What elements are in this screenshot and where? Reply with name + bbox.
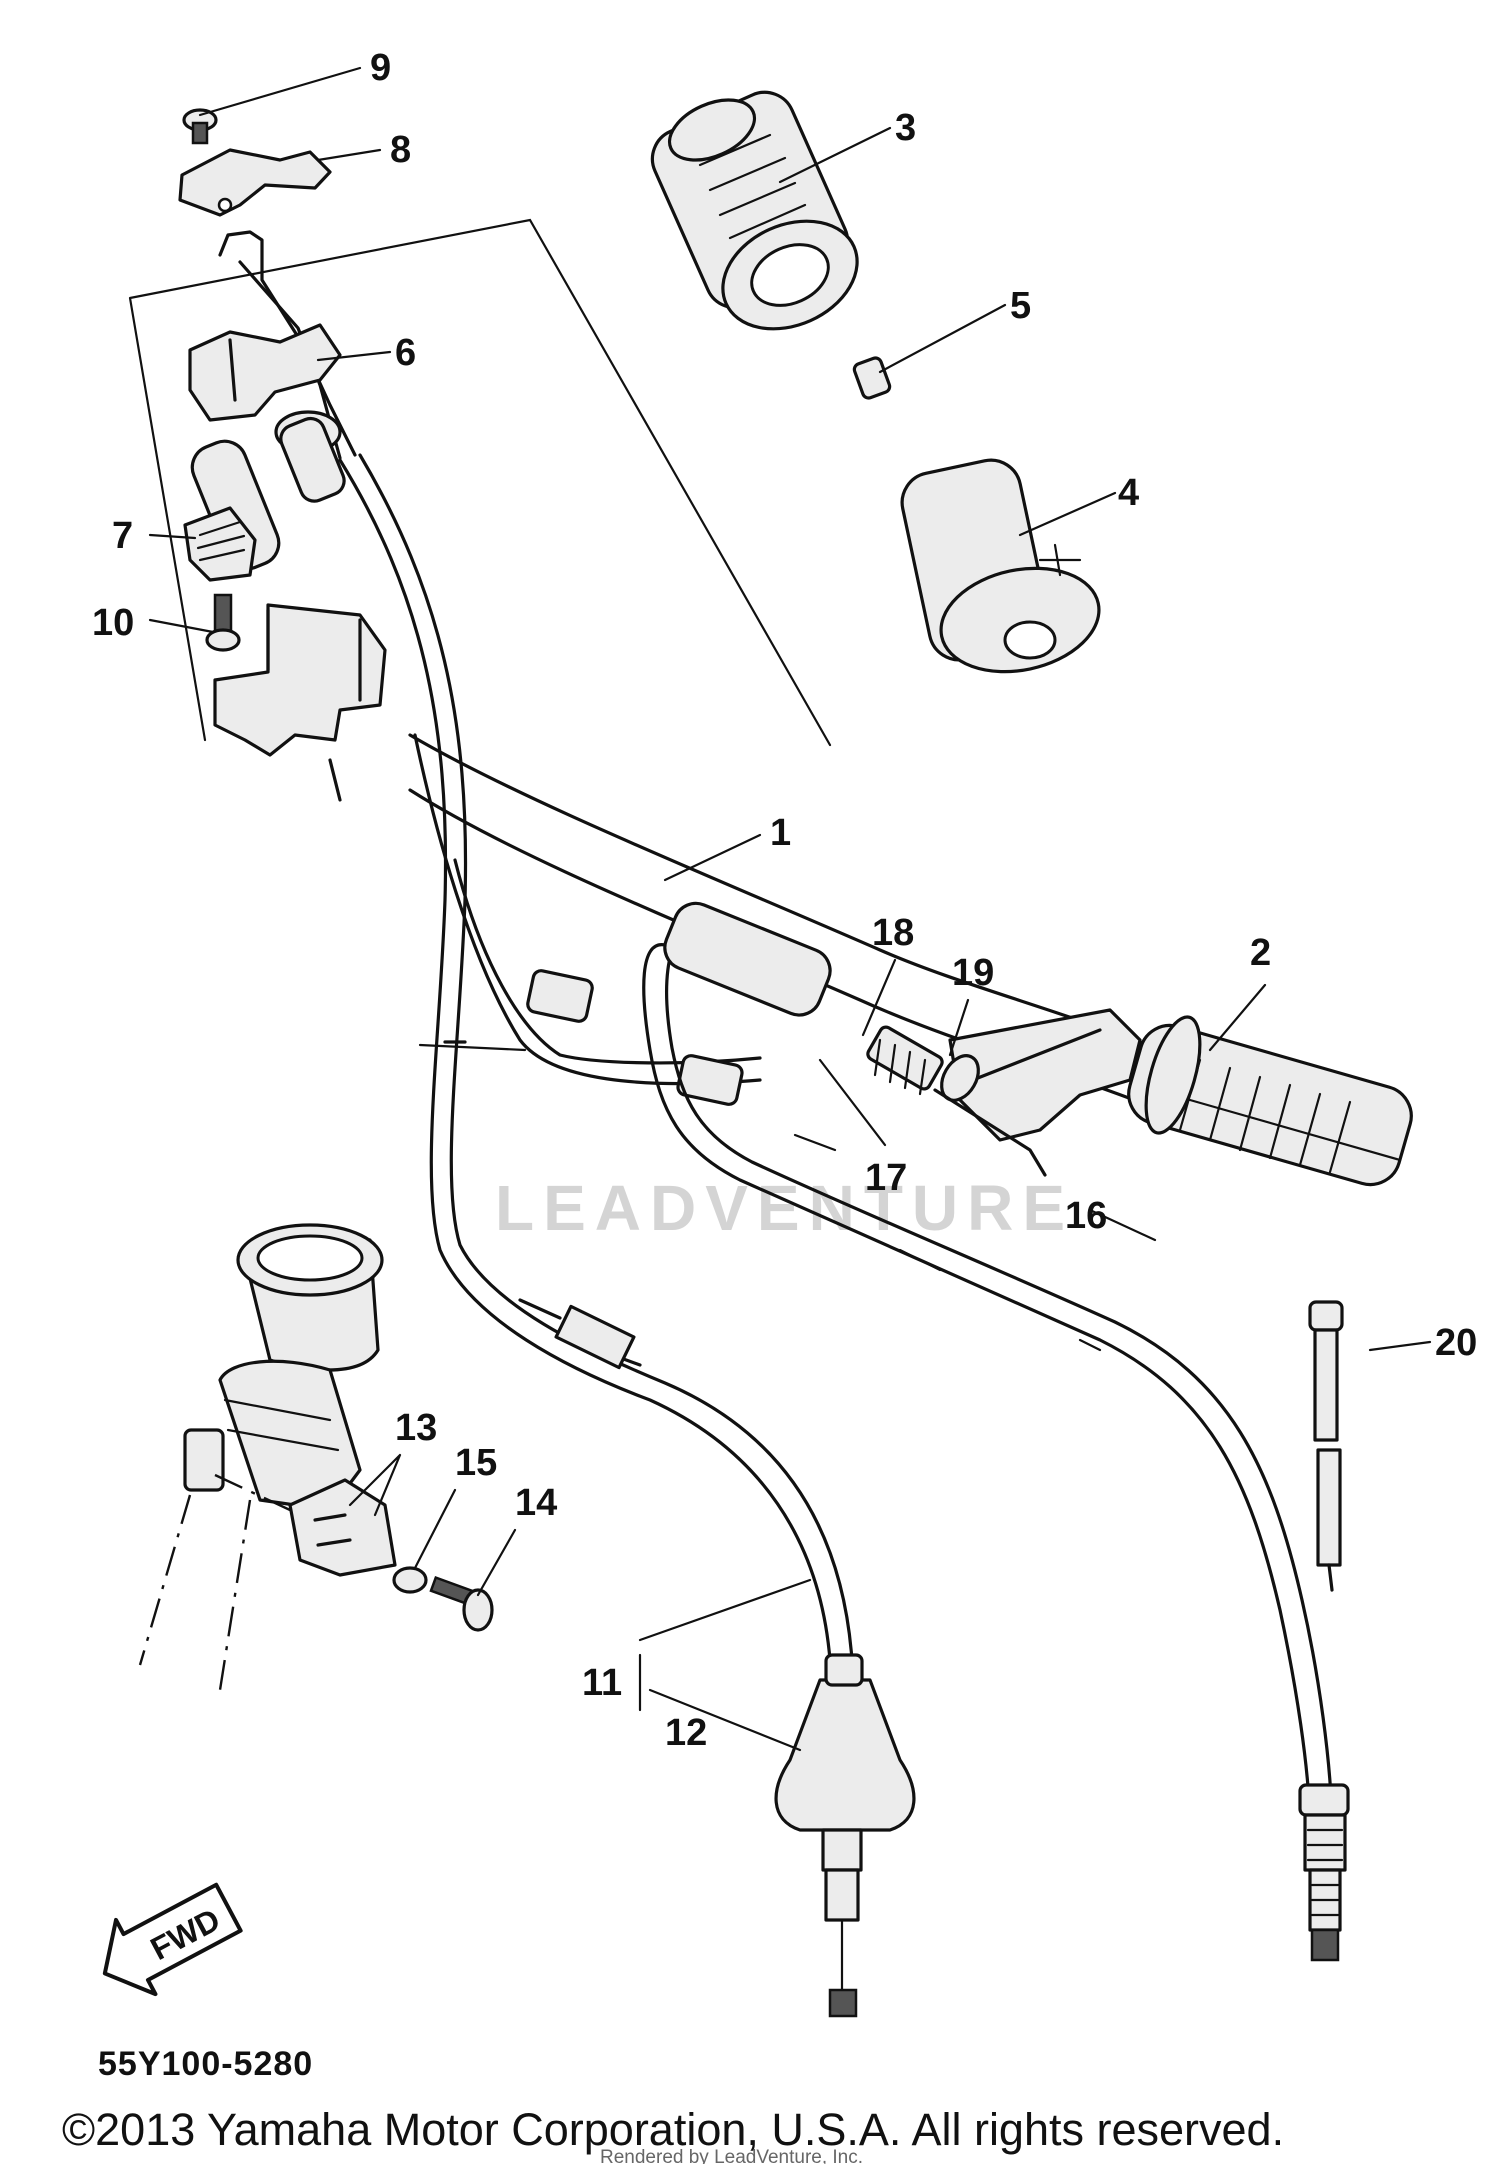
callout-9: 9 bbox=[370, 47, 391, 89]
copyright-text: ©2013 Yamaha Motor Corporation, U.S.A. A… bbox=[62, 2104, 1284, 2155]
nut-5 bbox=[852, 356, 892, 400]
clutch-cable-end bbox=[1298, 1783, 1350, 1962]
handlebar-knurl-left bbox=[526, 969, 594, 1023]
callout-13: 13 bbox=[395, 1407, 437, 1449]
callout-17: 17 bbox=[865, 1157, 907, 1199]
callout-19: 19 bbox=[952, 952, 994, 994]
cable-tie-20 bbox=[1308, 1300, 1344, 1592]
watermark-text: LEADVENTURE bbox=[495, 1172, 1074, 1244]
callout-2: 2 bbox=[1250, 932, 1271, 974]
throttle-cable-sleeve bbox=[279, 416, 346, 503]
callout-12: 12 bbox=[665, 1712, 707, 1754]
master-cylinder bbox=[213, 603, 387, 802]
callout-8: 8 bbox=[390, 129, 411, 171]
washer-15 bbox=[392, 1566, 428, 1594]
alignment-line bbox=[138, 1494, 252, 1691]
alignment-line-2 bbox=[214, 1473, 291, 1512]
intake-boot bbox=[218, 1223, 384, 1512]
diagram-code: 55Y100-5280 bbox=[98, 2045, 313, 2083]
clutch-cable bbox=[642, 901, 1334, 1832]
callout-11: 11 bbox=[582, 1662, 622, 1704]
throttle-cable bbox=[338, 453, 854, 1662]
callout-5: 5 bbox=[1010, 285, 1031, 327]
clutch-cable-adjuster-body bbox=[663, 901, 832, 1017]
callout-20: 20 bbox=[1435, 1322, 1477, 1364]
bolt-10 bbox=[205, 593, 241, 652]
bracket-7 bbox=[183, 439, 281, 582]
callout-4: 4 bbox=[1118, 472, 1139, 514]
callout-3: 3 bbox=[895, 107, 916, 149]
right-grip bbox=[1127, 1015, 1413, 1187]
cable-boot-12 bbox=[774, 1653, 916, 2018]
rendered-by-text: Rendered by LeadVenture, Inc. bbox=[600, 2147, 863, 2164]
callout-16: 16 bbox=[1065, 1195, 1107, 1237]
cable-adjuster-18 bbox=[866, 1025, 944, 1096]
callout-15: 15 bbox=[455, 1442, 497, 1484]
callout-7: 7 bbox=[112, 515, 133, 557]
callout-1: 1 bbox=[770, 812, 791, 854]
clutch-lever bbox=[948, 1008, 1142, 1142]
screw-9 bbox=[182, 108, 218, 145]
locknut-19 bbox=[933, 1054, 1047, 1177]
bolt-14 bbox=[429, 1575, 494, 1632]
bracket-cover-8 bbox=[178, 148, 332, 217]
callout-18: 18 bbox=[872, 912, 914, 954]
throttle-cable-adjuster bbox=[554, 1304, 636, 1370]
fwd-arrow-icon: FWD bbox=[102, 1882, 243, 1997]
callout-10: 10 bbox=[92, 602, 134, 644]
throttle-housing bbox=[188, 323, 342, 422]
handlebar bbox=[408, 733, 1162, 1112]
holder-13 bbox=[183, 1428, 397, 1577]
throttle-cable-housing bbox=[218, 230, 357, 503]
leader-lines bbox=[148, 66, 1432, 1752]
handlebar-knurl-right bbox=[676, 1054, 744, 1106]
callout-14: 14 bbox=[515, 1482, 557, 1524]
throttle-grip bbox=[900, 458, 1101, 674]
left-grip bbox=[650, 90, 859, 331]
callout-6: 6 bbox=[395, 332, 416, 374]
